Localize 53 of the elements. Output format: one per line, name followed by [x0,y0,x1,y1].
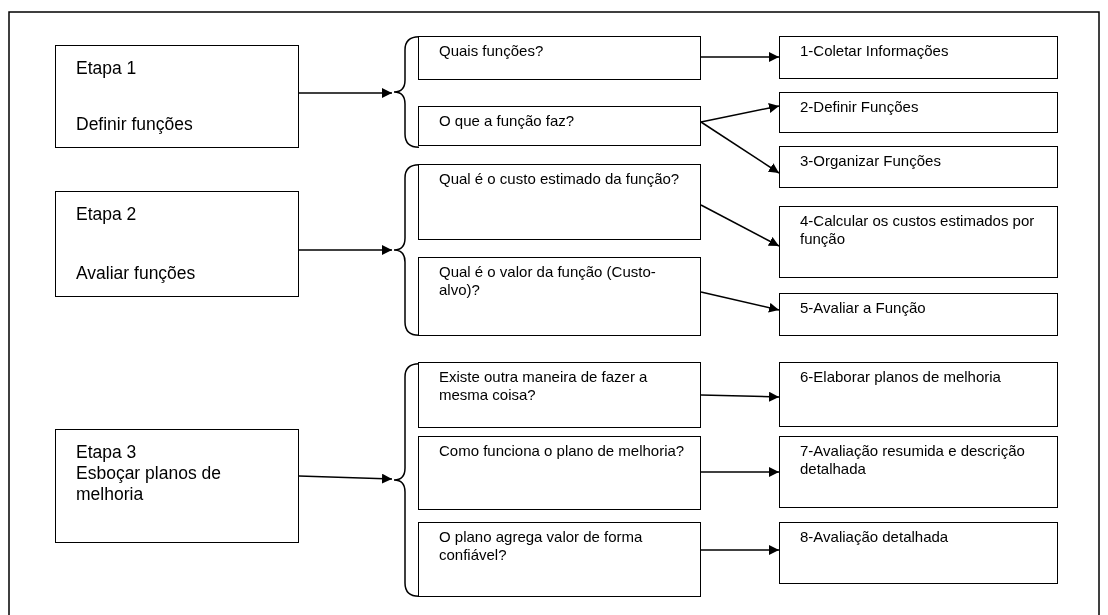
step-text: 5-Avaliar a Função [800,299,927,317]
step-text: O plano agrega valor de forma confiável? [439,528,644,564]
step-text: Como funciona o plano de melhoria? [439,442,686,460]
stage-box [55,191,299,297]
step-text: Qual é o custo estimado da função? [439,170,681,188]
step-box [779,436,1058,508]
step-text: Quais funções? [439,42,545,60]
stage-title: Etapa 2 [76,204,138,225]
step-text: 3-Organizar Funções [800,152,942,170]
step-text: 4-Calcular os custos estimados por função [800,212,1036,248]
step-box [779,522,1058,584]
arrow [298,88,393,98]
stage-box [55,429,299,543]
step-text: 1-Coletar Informações [800,42,950,60]
step-box [779,36,1058,79]
step-box [418,164,701,240]
step-box [779,293,1058,336]
arrow [700,204,780,247]
step-text: 8-Avaliação detalhada [800,528,950,546]
step-box [418,362,701,428]
step-box [779,206,1058,278]
brace-bracket [392,363,419,597]
step-box [779,146,1058,188]
stage-box [55,45,299,148]
step-text: Existe outra maneira de fazer a mesma coisa? [439,368,649,404]
stage-title: Etapa 3 [76,442,138,463]
stage-title: Etapa 1 [76,58,138,79]
step-text: 2-Definir Funções [800,98,920,116]
arrow [700,545,780,555]
arrow [700,103,780,123]
arrow [700,121,780,174]
brace-bracket [392,36,419,148]
step-box [418,436,701,510]
step-box [418,36,701,80]
arrow [298,473,393,484]
step-box [418,522,701,597]
arrow [700,467,780,477]
arrow [700,391,780,402]
step-box [779,362,1058,427]
stage-description: Definir funções [76,114,194,135]
brace-bracket [392,164,419,336]
step-text: Qual é o valor da função (Custo-alvo)? [439,263,657,299]
step-text: 6-Elaborar planos de melhoria [800,368,1002,386]
step-box [779,92,1058,133]
arrow [700,291,780,313]
stage-description: Avaliar funções [76,263,197,284]
step-text: O que a função faz? [439,112,576,130]
step-text: 7-Avaliação resumida e descrição detalhada [800,442,1026,478]
step-box [418,106,701,146]
arrow [298,245,393,255]
stage-description: Esboçar planos de melhoria [76,463,222,505]
step-box [418,257,701,336]
arrow [700,52,780,62]
